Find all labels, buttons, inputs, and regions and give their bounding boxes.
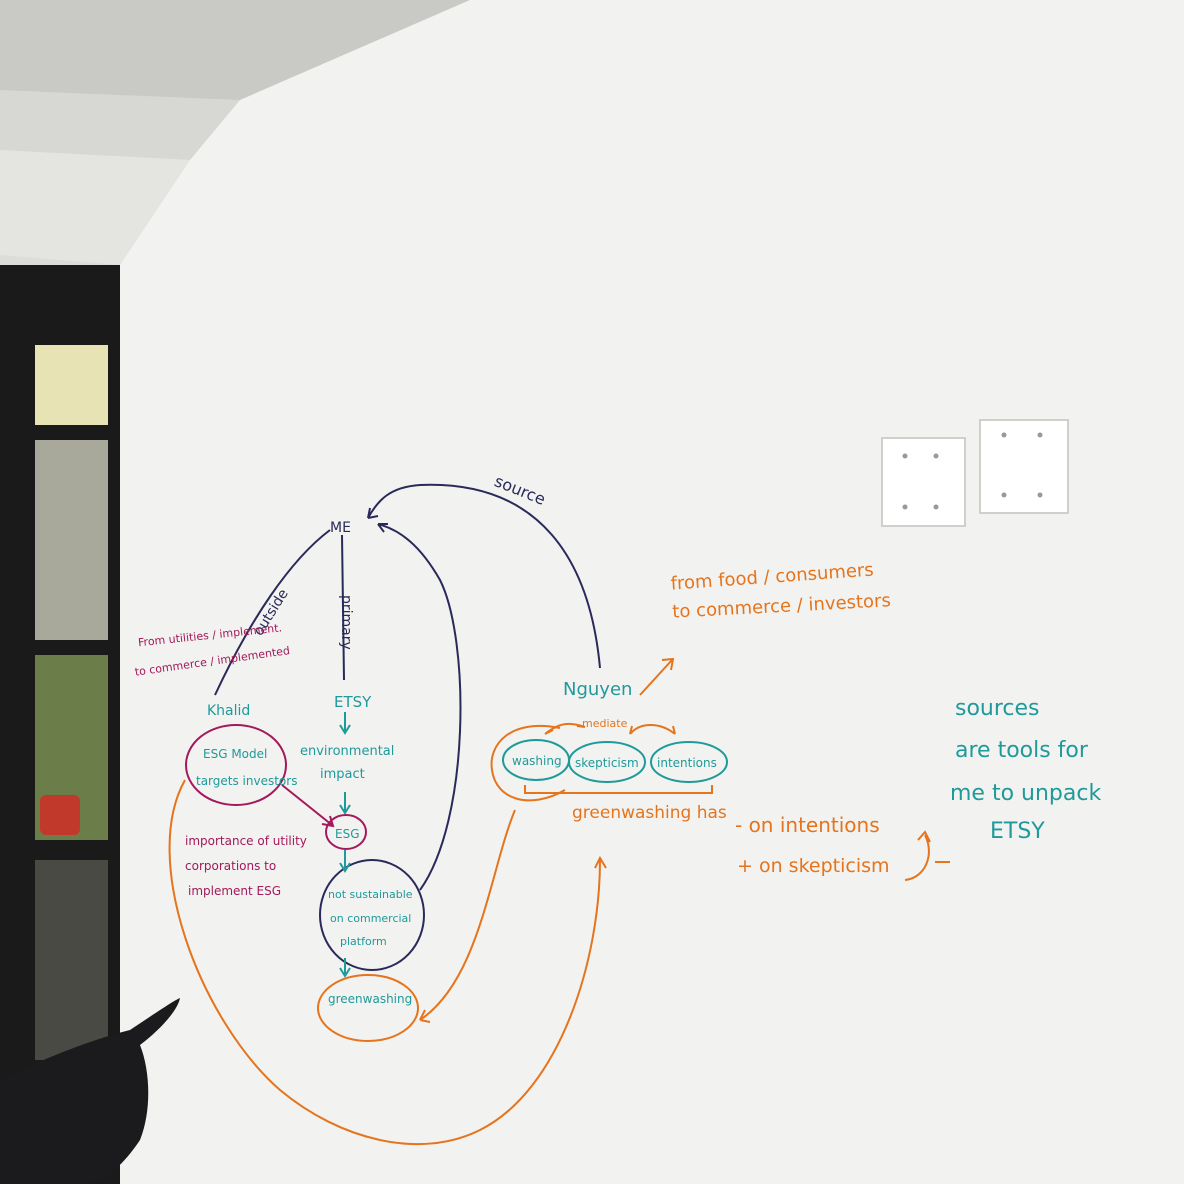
label-sources-3: me to unpack [950,781,1101,806]
line-me-to-khalid [214,529,331,696]
label-esg-model: ESG Model [203,747,267,761]
label-targets-investors: targets investors [196,774,297,788]
line-me-to-etsy [341,534,345,681]
label-on-skepticism: + on skepticism [737,855,890,877]
label-importance-3: implement ESG [188,884,281,898]
outlet-screw [1037,432,1043,438]
label-primary: primary [338,595,354,650]
window-pane-top [35,345,108,425]
circle-skepticism [568,741,646,783]
arrowhead-source [367,507,379,519]
loop-arrow-right [904,830,931,881]
outlet-screw [902,504,908,510]
label-impact: impact [320,767,365,782]
label-on-intentions: - on intentions [735,813,880,837]
outlet-screw [1037,492,1043,498]
window-pane-bottom [35,860,108,1060]
label-platform: platform [340,935,387,948]
label-esg: ESG [335,827,360,841]
arrow-washing-to-greenwashing [419,809,516,1023]
ceiling-left-wall [0,150,190,265]
arrow-esg-notsus [339,850,351,873]
label-intentions: intentions [657,756,717,770]
window-pane-middle [35,440,108,640]
label-sources-1: sources [955,696,1040,721]
circle-intentions [650,741,728,783]
label-khalid: Khalid [207,703,250,719]
arrowhead-notsustainable [377,523,388,533]
arrow-env-esg [339,792,351,815]
ceiling-soffit [0,90,240,160]
outlet-plate-right [979,419,1069,514]
big-loop-arrow [168,779,601,1146]
outlet-screw [1001,432,1007,438]
circle-esg [325,814,367,850]
chair [40,795,80,835]
label-sources-2: are tools for [955,738,1089,763]
label-sources-4: ETSY [990,819,1045,844]
outlet-screw [933,504,939,510]
label-greenwashing-circle: greenwashing [328,992,412,1006]
label-on-commercial: on commercial [330,912,411,925]
whiteboard-wall [120,0,1184,1184]
outlet-screw [1001,492,1007,498]
label-nguyen: Nguyen [563,679,632,700]
circle-nguyen-group [490,724,566,802]
label-importance-2: corporations to [185,859,276,873]
arrow-nguyen-to-from-food [639,657,675,696]
circle-greenwashing [317,974,419,1042]
arrow-notsus-gw [339,958,351,978]
outlet-screw [933,453,939,459]
pointing-hand [0,998,180,1184]
arrowhead-big-loop [594,855,607,869]
label-washing: washing [512,754,562,768]
label-greenwashing-has: greenwashing has [572,803,727,823]
arrow-esgmodel-to-esg [281,784,335,828]
arrow-etsy-env [339,712,351,735]
outlet-plate-left [881,437,966,527]
label-mediate: mediate [582,717,628,730]
label-importance-1: importance of utility [185,834,307,848]
label-etsy: ETSY [334,693,372,711]
ceiling [0,0,470,100]
arrow-notsustainable-to-me [377,523,462,891]
mediate-arrows [544,722,676,735]
circle-esg-model [185,724,287,806]
label-me: ME [330,520,351,536]
label-skepticism: skepticism [575,756,639,770]
bracket-under-terms [524,785,713,794]
circle-not-sustainable [319,859,425,971]
outlet-screw [902,453,908,459]
label-environmental: environmental [300,744,394,759]
label-not-sustainable: not sustainable [328,888,413,901]
arrow-source-to-me [367,483,601,669]
